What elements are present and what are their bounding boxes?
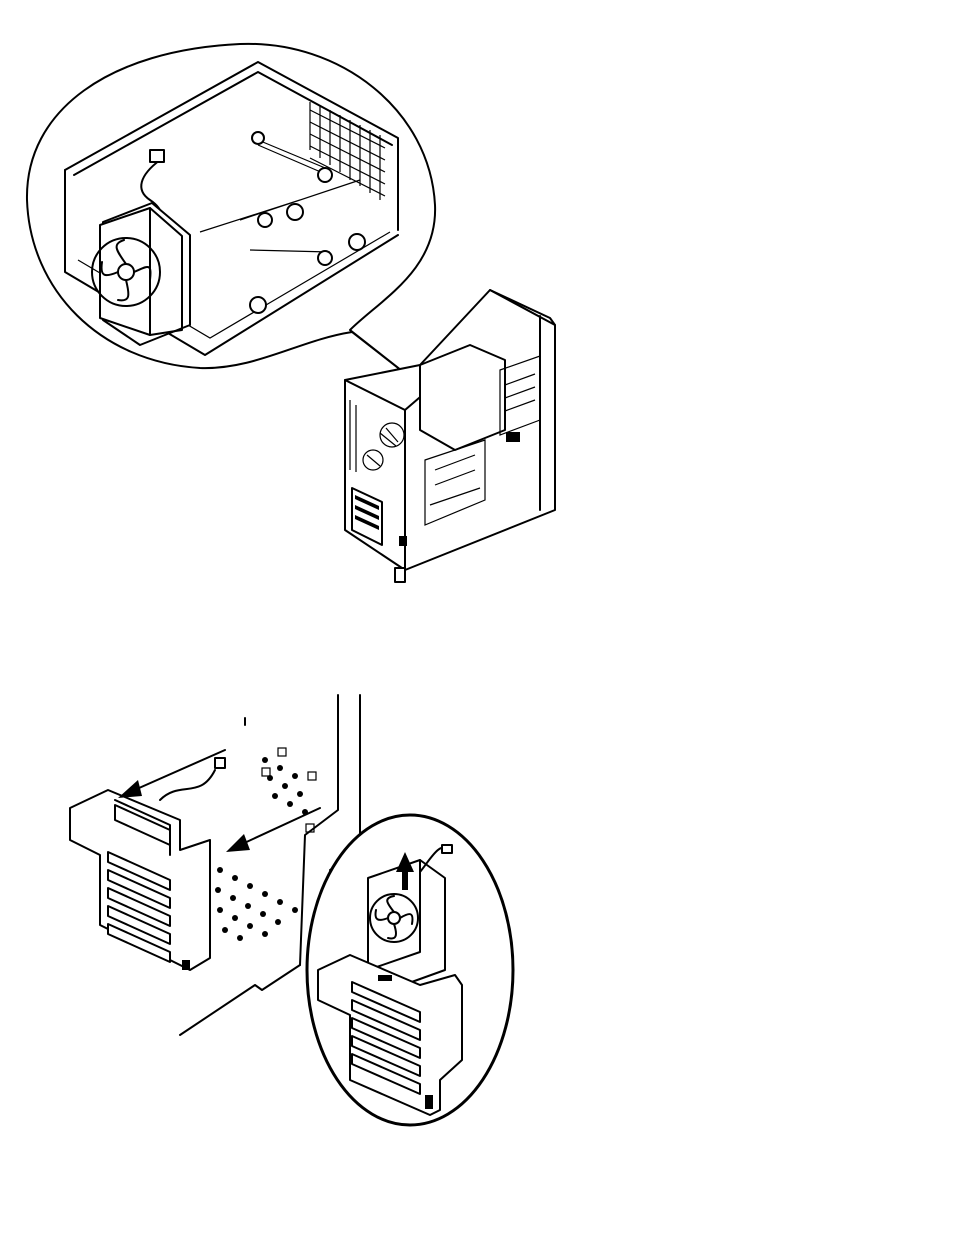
tower-chassis — [345, 290, 555, 582]
magnifier-callout — [27, 44, 435, 385]
fan-bracket-removal-illustration — [0, 640, 954, 1200]
fan-icon — [92, 203, 190, 345]
removal-arrow-1 — [118, 750, 225, 800]
vent-holes — [215, 748, 316, 941]
fan-bracket — [70, 790, 210, 970]
fan-duct-detail-illustration — [0, 0, 954, 600]
